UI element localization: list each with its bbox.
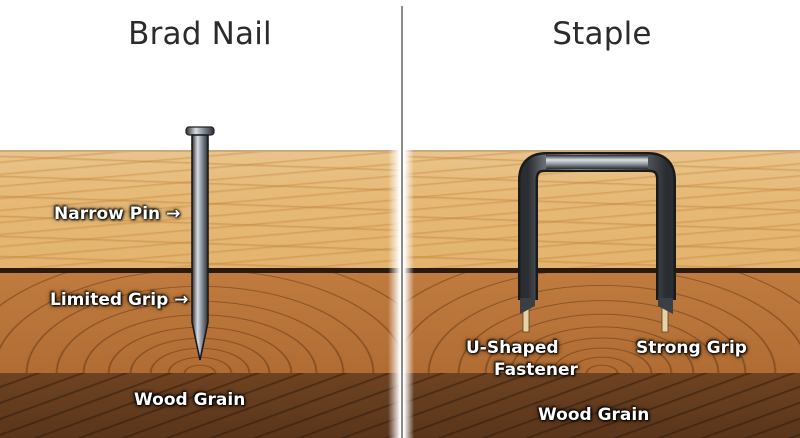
board-seam — [404, 268, 800, 273]
staple-title: Staple — [552, 16, 652, 52]
u-shaped-label: U-Shaped — [466, 338, 559, 358]
brad-nail-panel: Brad Nail Narrow Pin → Limited Grip → Wo… — [0, 16, 400, 438]
staple-icon — [518, 152, 676, 333]
brad-nail-title: Brad Nail — [128, 16, 272, 52]
limited-grip-label: Limited Grip → — [50, 290, 189, 310]
edge-fade — [404, 150, 414, 438]
wood-grain-label-left: Wood Grain — [134, 390, 246, 410]
fastener-label: Fastener — [494, 360, 578, 380]
brad-nail-icon — [185, 126, 215, 361]
panel-divider — [401, 6, 403, 438]
wood-grain-label-right: Wood Grain — [538, 405, 650, 425]
narrow-pin-label: Narrow Pin → — [54, 204, 181, 224]
strong-grip-label: Strong Grip — [636, 338, 747, 358]
dark-wood-grain — [0, 373, 400, 438]
arrow-right-icon: → — [166, 204, 181, 224]
staple-panel: Staple U-Sh — [404, 0, 800, 438]
end-grain-wood — [404, 273, 800, 373]
edge-fade — [388, 150, 400, 438]
dark-wood-grain — [404, 373, 800, 438]
arrow-right-icon: → — [174, 290, 189, 310]
